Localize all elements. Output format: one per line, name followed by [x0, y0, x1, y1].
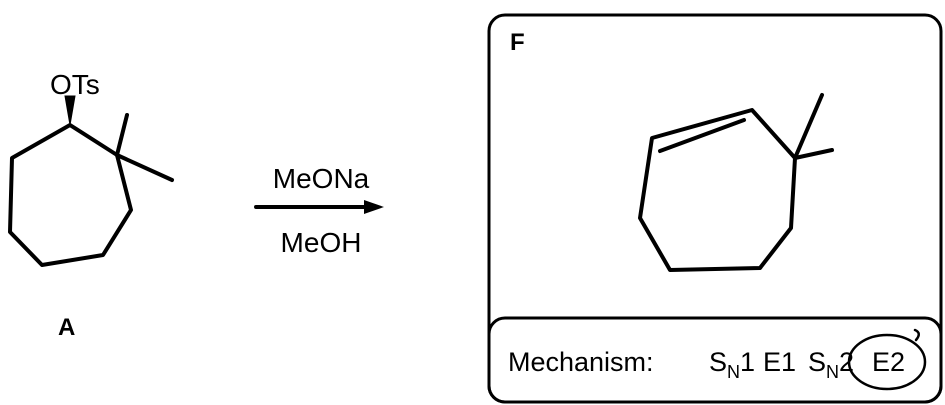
mechanism-panel-frame: [487, 316, 943, 404]
reactant-label: A: [58, 314, 75, 341]
reagent-below: MeOH: [281, 227, 362, 258]
product-molecule: [638, 93, 834, 272]
reactant-molecule: OTs A: [8, 69, 174, 341]
product-box-label: F: [510, 29, 525, 56]
double-bond-inner: [658, 118, 746, 153]
cycloheptene-ring: [638, 108, 797, 272]
cycloheptane-ring: [8, 123, 133, 267]
circle-tail-mark: [913, 328, 920, 342]
product-box-frame: [487, 13, 943, 404]
mechanism-option-sn2[interactable]: SN2: [808, 347, 854, 382]
mechanism-label: Mechanism:: [508, 347, 654, 377]
mechanism-option-e2[interactable]: E2: [872, 347, 905, 377]
mechanism-option-e1[interactable]: E1: [763, 347, 796, 377]
methyl-bond-right: [793, 148, 834, 160]
reaction-arrow-group: MeONa MeOH: [254, 163, 384, 258]
reaction-arrow-head: [364, 200, 384, 214]
product-box: F Mechanism: SN1 E1 SN2 E2: [487, 13, 943, 404]
mechanism-panel: Mechanism: SN1 E1 SN2 E2: [487, 316, 943, 404]
wedge-bond: [64, 95, 76, 126]
methyl-bond-up: [793, 93, 824, 160]
selected-answer-circle: [847, 333, 927, 391]
methyl-bond-right: [115, 153, 174, 182]
mechanism-option-sn1[interactable]: SN1: [709, 347, 755, 382]
reagent-above: MeONa: [273, 163, 370, 194]
leaving-group-label: OTs: [50, 69, 100, 100]
methyl-bond-up: [115, 113, 129, 157]
